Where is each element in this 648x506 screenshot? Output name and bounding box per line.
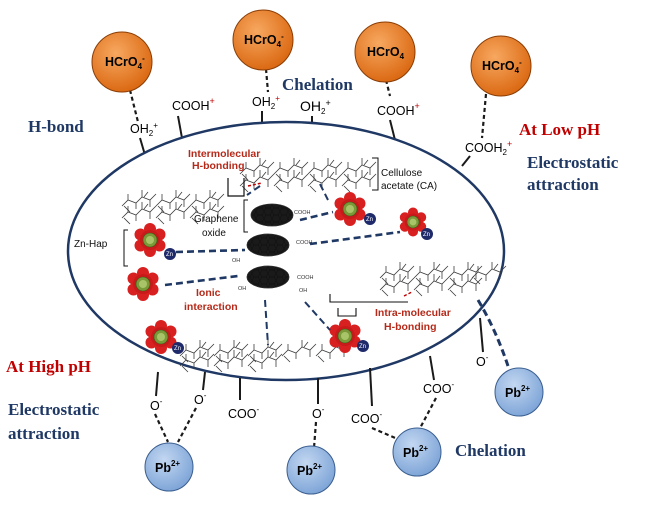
svg-text:Zn: Zn: [166, 252, 173, 258]
cooh2-group-right: COOH+: [377, 101, 420, 141]
coo-group-mid: COO-: [228, 378, 259, 421]
svg-text:COOH2+: COOH2+: [465, 139, 512, 157]
pb-label: Pb2+: [505, 384, 530, 400]
chelation-label-bottom: Chelation: [455, 441, 526, 460]
cellulose-label-2: acetate (CA): [381, 181, 437, 192]
hcro4-label: HCrO4-: [482, 58, 522, 75]
cooh2-group-left: COOH+: [172, 96, 215, 139]
intermolecular-label-2: H-bonding: [192, 160, 244, 172]
svg-text:COOH: COOH: [297, 275, 314, 281]
hcro4-ion-3: HCrO4: [354, 21, 416, 97]
cooh2-group-far-right: COOH2+: [461, 139, 512, 167]
intramolecular-label: Intra-molecular: [375, 307, 451, 319]
svg-text:OH: OH: [232, 258, 240, 264]
electrostatic-label-top: Electrostatic: [527, 153, 619, 172]
svg-text:OH: OH: [299, 288, 307, 294]
svg-text:OH2+: OH2+: [252, 94, 280, 111]
h-bond-label: H-bond: [28, 117, 84, 136]
graphene-label-2: oxide: [202, 228, 226, 239]
hcro4-label: HCrO4-: [105, 54, 145, 71]
graphene-oxide-stack: COOH COOH COOH OH OH OH: [232, 203, 314, 294]
hcro4-label: HCrO4-: [244, 32, 284, 49]
znhap-label: Zn-Hap: [74, 239, 108, 250]
hcro4-ion-4: HCrO4-: [470, 35, 532, 139]
coo-group-right-1: COO-: [351, 367, 401, 442]
svg-text:COO-: COO-: [351, 410, 382, 426]
o-group-left-2: O-: [177, 371, 207, 443]
svg-text:OH2+: OH2+: [300, 98, 331, 116]
hcro4-label: HCrO4: [367, 45, 405, 61]
pb-label: Pb2+: [155, 459, 180, 475]
at-high-ph-label: At High pH: [6, 357, 91, 376]
svg-text:COO-: COO-: [423, 380, 454, 396]
hcro4-ion-1: HCrO4-: [91, 31, 153, 123]
cellulose-label: Cellulose: [381, 168, 423, 179]
at-low-ph-label: At Low pH: [519, 120, 600, 139]
svg-text:Zn: Zn: [423, 232, 430, 238]
svg-text:COOH+: COOH+: [377, 101, 420, 118]
svg-text:O-: O-: [194, 391, 207, 407]
ionic-label-2: interaction: [184, 301, 238, 313]
svg-text:COOH+: COOH+: [172, 96, 215, 113]
pb-label: Pb2+: [297, 462, 322, 478]
svg-text:Zn: Zn: [359, 344, 366, 350]
coo-group-right-2: COO-: [417, 355, 454, 433]
o-group-left-1: O-: [150, 371, 169, 443]
attraction-label-bottom: attraction: [8, 424, 80, 443]
pb-ion-2: Pb2+: [286, 445, 336, 495]
chelation-label-top: Chelation: [282, 75, 353, 94]
svg-text:O-: O-: [312, 405, 325, 421]
svg-text:OH2+: OH2+: [130, 121, 158, 138]
pb-ion-4: Pb2+: [494, 367, 544, 417]
svg-text:COO-: COO-: [228, 405, 259, 421]
hcro4-ion-2: HCrO4-: [232, 9, 294, 93]
svg-text:COOH: COOH: [296, 240, 313, 246]
svg-text:Zn: Zn: [174, 346, 181, 352]
zn-badges: Zn Zn Zn Zn Zn: [164, 213, 433, 354]
svg-text:COOH: COOH: [294, 210, 311, 216]
o-group-center: O-: [312, 378, 325, 449]
pb-ion-1: Pb2+: [144, 442, 194, 492]
svg-text:O-: O-: [476, 353, 489, 369]
svg-text:O-: O-: [150, 397, 163, 413]
pb-label: Pb2+: [403, 444, 428, 460]
pb-ion-3: Pb2+: [392, 427, 442, 477]
o-group-right: O-: [476, 317, 489, 369]
intramolecular-label-2: H-bonding: [384, 321, 436, 333]
electrostatic-label-bottom: Electrostatic: [8, 400, 100, 419]
graphene-label: Graphene: [194, 214, 239, 225]
svg-text:OH: OH: [238, 286, 246, 292]
svg-text:Zn: Zn: [366, 217, 373, 223]
intermolecular-label: Intermolecular: [188, 148, 260, 160]
ionic-label: Ionic: [196, 287, 221, 299]
attraction-label-top: attraction: [527, 175, 599, 194]
intermolecular-hbonding-marker: [227, 178, 263, 197]
interaction-lines: [164, 183, 401, 346]
